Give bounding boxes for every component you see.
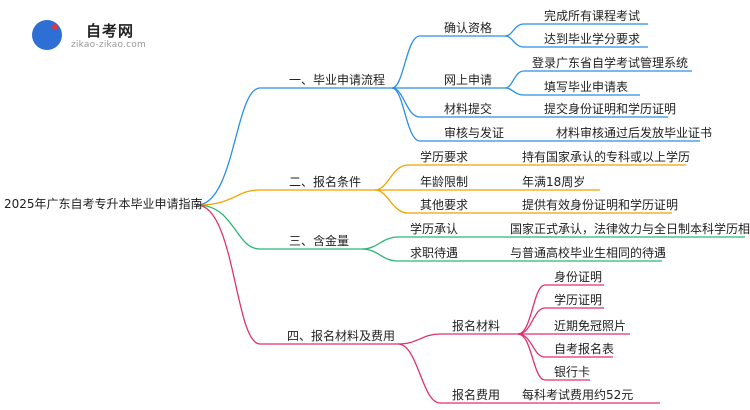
connector bbox=[391, 87, 668, 118]
branch3-node: 三、含金量 bbox=[289, 234, 350, 248]
connector bbox=[361, 236, 745, 250]
branch2-sub1: 学历要求 bbox=[420, 150, 469, 164]
branch3-sub2-item1: 与普通高校毕业生相同的待遇 bbox=[510, 246, 667, 260]
branch4-node: 四、报名材料及费用 bbox=[287, 329, 396, 343]
connector bbox=[196, 87, 392, 206]
branch1-sub2: 网上申请 bbox=[444, 73, 493, 87]
logo-name: 自考网 bbox=[86, 22, 135, 40]
branch4-sub1-item1: 身份证明 bbox=[554, 270, 603, 284]
branch1-connectors bbox=[196, 23, 700, 206]
connector bbox=[374, 164, 686, 191]
branch3-sub2: 求职待遇 bbox=[410, 246, 459, 260]
branch4-sub1-item4: 自考报名表 bbox=[554, 342, 615, 356]
branch4-sub1-item3: 近期免冠照片 bbox=[554, 319, 627, 333]
connector bbox=[397, 333, 518, 345]
branch4-connectors bbox=[196, 204, 660, 404]
branch1-sub3-item1: 提交身份证明和学历证明 bbox=[544, 102, 677, 116]
branch2-connectors bbox=[196, 164, 686, 214]
branch2-sub2-item1: 年满18周岁 bbox=[522, 175, 586, 189]
connector bbox=[196, 204, 362, 250]
branch4-sub1-item5: 银行卡 bbox=[554, 365, 591, 379]
connector bbox=[374, 189, 672, 214]
connector bbox=[517, 333, 590, 381]
branch2-sub2: 年龄限制 bbox=[420, 175, 469, 189]
connector bbox=[196, 189, 375, 206]
branch4-sub2-item1: 每科考试费用约52元 bbox=[522, 388, 634, 402]
branch2-node: 二、报名条件 bbox=[289, 175, 362, 189]
branch1-sub2-item2: 填写毕业申请表 bbox=[544, 80, 629, 94]
connector bbox=[517, 307, 604, 335]
root-node: 2025年广东自考专升本毕业申请指南 bbox=[4, 197, 203, 211]
connector bbox=[391, 87, 700, 142]
connector bbox=[504, 35, 648, 48]
branch4-sub2: 报名费用 bbox=[452, 388, 501, 402]
branch3-sub1-item1: 国家正式承认，法律效力与全日制本科学历相同 bbox=[510, 222, 750, 236]
site-logo: 自考网 zikao-zikao.com bbox=[30, 18, 190, 54]
branch3-sub1: 学历承认 bbox=[410, 222, 459, 236]
branch1-sub3: 材料提交 bbox=[444, 102, 493, 116]
logo-mark-icon bbox=[32, 20, 62, 50]
branch4-sub1-item2: 学历证明 bbox=[554, 293, 603, 307]
connector bbox=[391, 35, 505, 89]
connector bbox=[504, 70, 692, 89]
connector bbox=[397, 343, 660, 404]
branch4-sub1: 报名材料 bbox=[452, 319, 501, 333]
branch1-sub4: 审核与发证 bbox=[444, 126, 505, 140]
connector bbox=[504, 23, 648, 37]
branch1-sub4-item1: 材料审核通过后发放毕业证书 bbox=[556, 126, 713, 140]
connector bbox=[517, 284, 604, 335]
branch1-sub1: 确认资格 bbox=[444, 21, 493, 35]
branch2-sub1-item1: 持有国家承认的专科或以上学历 bbox=[522, 150, 691, 164]
branch1-sub2-item1: 登录广东省自学考试管理系统 bbox=[532, 56, 689, 70]
branch1-sub1-item1: 完成所有课程考试 bbox=[544, 9, 641, 23]
branch1-node: 一、毕业申请流程 bbox=[289, 73, 386, 87]
branch2-sub3-item1: 提供有效身份证明和学历证明 bbox=[522, 198, 679, 212]
connector bbox=[196, 204, 398, 345]
connector bbox=[361, 248, 662, 262]
branch2-sub3: 其他要求 bbox=[420, 198, 469, 212]
branch3-connectors bbox=[196, 204, 745, 262]
logo-url: zikao-zikao.com bbox=[71, 40, 146, 50]
branch1-sub1-item2: 达到毕业学分要求 bbox=[544, 32, 641, 46]
connector bbox=[504, 87, 640, 96]
